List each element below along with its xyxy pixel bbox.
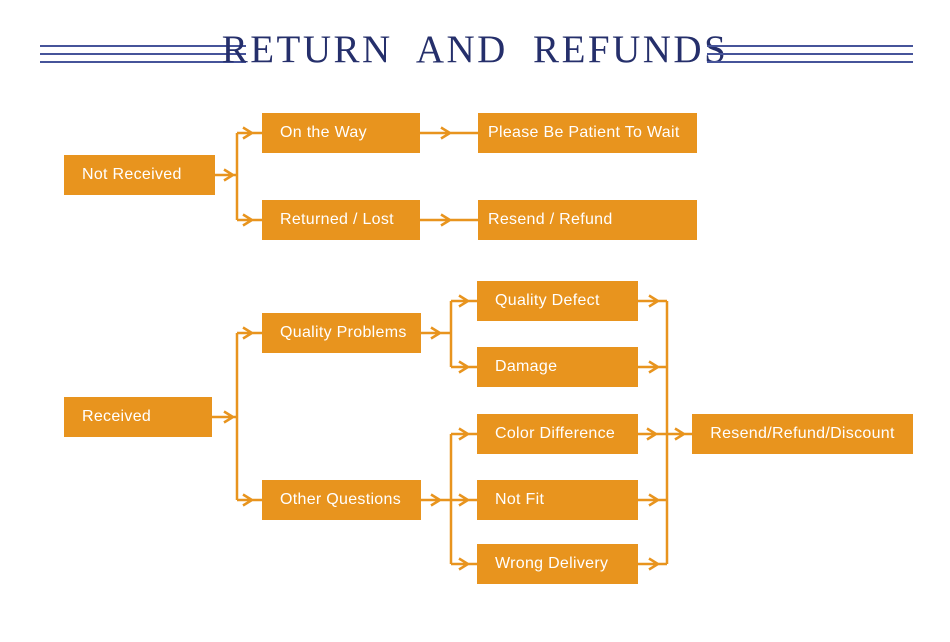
- edge-to-color-difference: [451, 427, 477, 441]
- edge-to-damage: [451, 360, 477, 374]
- edge-other-questions-trunk: [421, 434, 453, 564]
- node-label: Damage: [495, 358, 558, 375]
- edge-returned-lost-to-resend: [420, 213, 478, 227]
- edge-to-wrong-delivery: [451, 557, 477, 571]
- node-color-difference: Color Difference: [477, 414, 638, 454]
- node-label: Wrong Delivery: [495, 555, 609, 572]
- node-label: Not Received: [82, 166, 182, 183]
- node-quality-defect: Quality Defect: [477, 281, 638, 321]
- node-label: Resend/Refund/Discount: [710, 425, 895, 442]
- node-on-the-way: On the Way: [262, 113, 420, 153]
- edge-quality-problems-trunk: [421, 301, 453, 367]
- edge-to-other-questions: [237, 493, 262, 507]
- edge-to-final: [667, 427, 692, 441]
- node-label: Returned / Lost: [280, 211, 394, 228]
- node-resend-refund: Resend / Refund: [478, 200, 697, 240]
- node-label: Quality Problems: [280, 324, 407, 341]
- node-received: Received: [64, 397, 212, 437]
- page-title: RETURN AND REFUNDS: [221, 28, 729, 71]
- edge-received-trunk: [212, 333, 239, 500]
- edge-color-difference-out: [638, 427, 667, 441]
- node-label: Please Be Patient To Wait: [488, 124, 680, 141]
- title-rule-right: [707, 45, 913, 69]
- edge-not-received-trunk: [215, 133, 239, 220]
- edge-quality-defect-out: [638, 294, 667, 308]
- node-not-fit: Not Fit: [477, 480, 638, 520]
- node-returned-lost: Returned / Lost: [262, 200, 420, 240]
- edge-to-quality-defect: [451, 294, 477, 308]
- node-resend-refund-discount: Resend/Refund/Discount: [692, 414, 913, 454]
- edge-to-quality-problems: [237, 326, 262, 340]
- node-label: Resend / Refund: [488, 211, 613, 228]
- edge-damage-out: [638, 360, 667, 374]
- edge-wrong-delivery-out: [638, 557, 667, 571]
- node-label: Received: [82, 408, 152, 425]
- node-label: Color Difference: [495, 425, 616, 442]
- title-rule-left: [40, 45, 246, 69]
- edge-to-on-the-way: [237, 126, 262, 140]
- node-please-be-patient: Please Be Patient To Wait: [478, 113, 697, 153]
- edge-to-not-fit: [451, 493, 477, 507]
- node-label: Quality Defect: [495, 292, 600, 309]
- node-not-received: Not Received: [64, 155, 215, 195]
- node-damage: Damage: [477, 347, 638, 387]
- node-wrong-delivery: Wrong Delivery: [477, 544, 638, 584]
- edge-not-fit-out: [638, 493, 667, 507]
- edge-on-the-way-to-wait: [420, 126, 478, 140]
- node-label: On the Way: [280, 124, 367, 141]
- node-label: Not Fit: [495, 491, 545, 508]
- edge-to-returned-lost: [237, 213, 262, 227]
- node-quality-problems: Quality Problems: [262, 313, 421, 353]
- node-label: Other Questions: [280, 491, 401, 508]
- node-other-questions: Other Questions: [262, 480, 421, 520]
